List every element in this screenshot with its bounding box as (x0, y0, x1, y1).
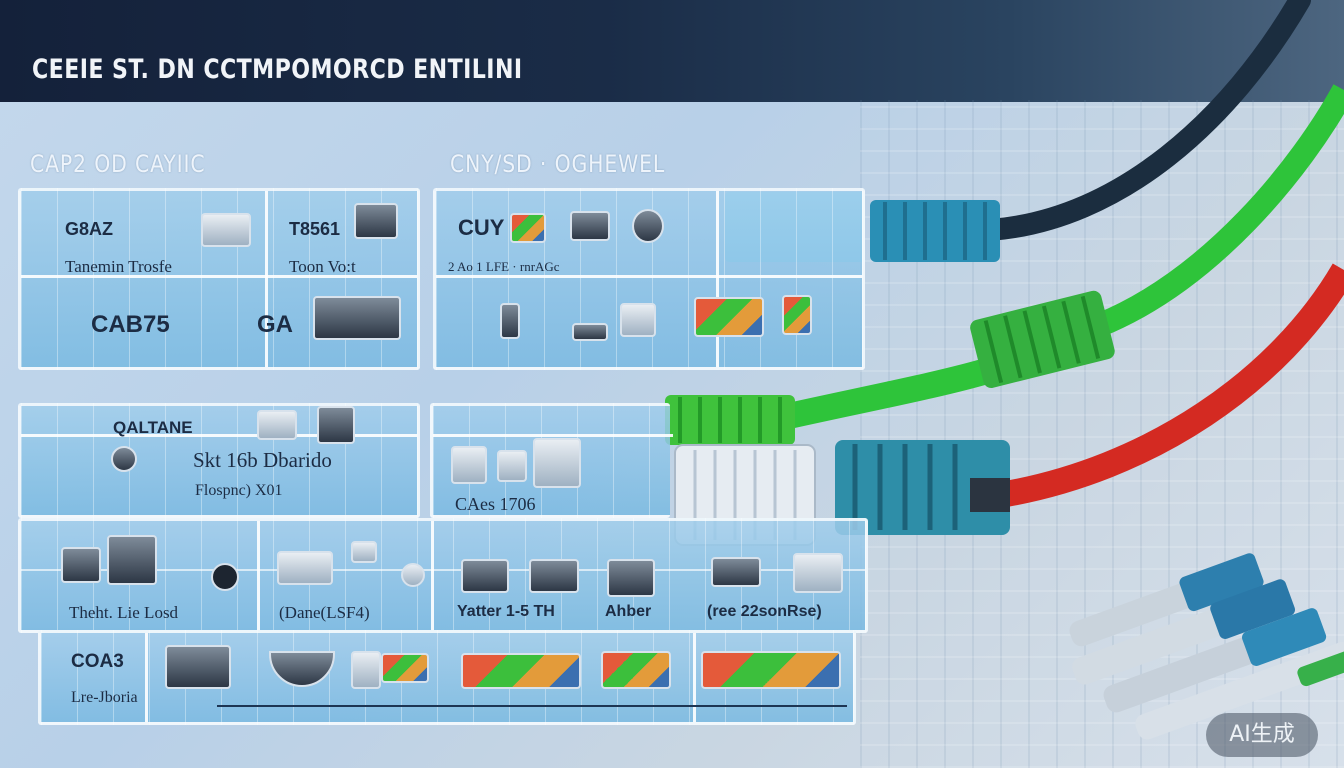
device-icon (111, 446, 137, 472)
device-icon (351, 541, 377, 563)
panel-right-mid: CAes 1706 (430, 403, 673, 518)
cell-code: T8561 (289, 219, 341, 239)
cell-caption: Toon Vo:t (289, 257, 356, 276)
device-icon (529, 559, 579, 593)
header-banner: CEEIE ST. DN CCTMPOMORCD ENTILINI (0, 0, 1344, 102)
cell-caption: Tanemin Trosfe (65, 257, 172, 276)
device-icon (351, 651, 381, 689)
panel-left-mid: QALTANE Skt 16b Dbarido Flospnc) X01 (18, 403, 420, 518)
device-icon (500, 303, 520, 339)
panel-bottom-row: Theht. Lie Losd (Dane(LSF4) Yatter 1-5 T… (18, 518, 868, 633)
cell-caption: CAes 1706 (455, 494, 536, 514)
connector-boot-blue (870, 200, 1000, 262)
panel-left-top: G8AZ Tanemin Trosfe T8561 Toon Vo:t CAB7… (18, 188, 420, 370)
device-icon (381, 653, 429, 683)
device-icon (510, 213, 546, 243)
device-icon (701, 651, 841, 689)
divider-line (217, 705, 847, 707)
device-icon (201, 213, 251, 247)
header-title: CEEIE ST. DN CCTMPOMORCD ENTILINI (32, 54, 523, 85)
device-icon (354, 203, 398, 239)
device-icon (533, 438, 581, 488)
cell-code: COA3 (71, 651, 124, 672)
ai-generated-watermark: AI生成 (1206, 713, 1318, 757)
device-icon (793, 553, 843, 593)
device-icon (572, 323, 608, 341)
device-icon (451, 446, 487, 484)
device-icon (313, 296, 401, 340)
device-icon (497, 450, 527, 482)
device-icon (61, 547, 101, 583)
device-icon (107, 535, 157, 585)
cell-code: CUY (458, 215, 505, 240)
section-label-right: CNY/SD · OGHEWEL (450, 150, 666, 178)
device-icon (317, 406, 355, 444)
device-icon (782, 295, 812, 335)
device-icon (211, 563, 239, 591)
device-icon (601, 651, 671, 689)
device-icon (257, 410, 297, 440)
row-caption: (ree 22sonRse) (707, 603, 822, 620)
row-caption: Theht. Lie Losd (69, 603, 179, 622)
device-icon (461, 559, 509, 593)
device-icon (711, 557, 761, 587)
cell-code: CAB75 (91, 311, 170, 338)
panel-title: QALTANE (113, 418, 193, 437)
device-icon (401, 563, 425, 587)
section-label-left: CAP2 OD CAYIIC (30, 150, 206, 178)
row-caption: (Dane(LSF4) (279, 603, 370, 622)
row-caption: Ahber (605, 603, 652, 620)
device-icon (269, 651, 335, 687)
device-icon (570, 211, 610, 241)
panel-line: Skt 16b Dbarido (193, 448, 332, 472)
panel-right-top: CUY 2 Ao 1 LFE · rnrAGc (433, 188, 865, 370)
row-caption: Yatter 1-5 TH (457, 603, 555, 620)
device-icon (632, 209, 664, 243)
cell-caption: Lre-Jboria (71, 689, 138, 706)
cell-code: GA (257, 311, 293, 338)
device-icon (165, 645, 231, 689)
panel-line: Flospnc) X01 (195, 482, 283, 499)
cell-code: G8AZ (65, 219, 114, 239)
device-icon (620, 303, 656, 337)
device-icon (694, 297, 764, 337)
device-icon (461, 653, 581, 689)
panel-footer-row: COA3 Lre-Jboria (38, 630, 856, 725)
device-icon (607, 559, 655, 597)
device-icon (277, 551, 333, 585)
cell-caption: 2 Ao 1 LFE · rnrAGc (448, 259, 560, 274)
